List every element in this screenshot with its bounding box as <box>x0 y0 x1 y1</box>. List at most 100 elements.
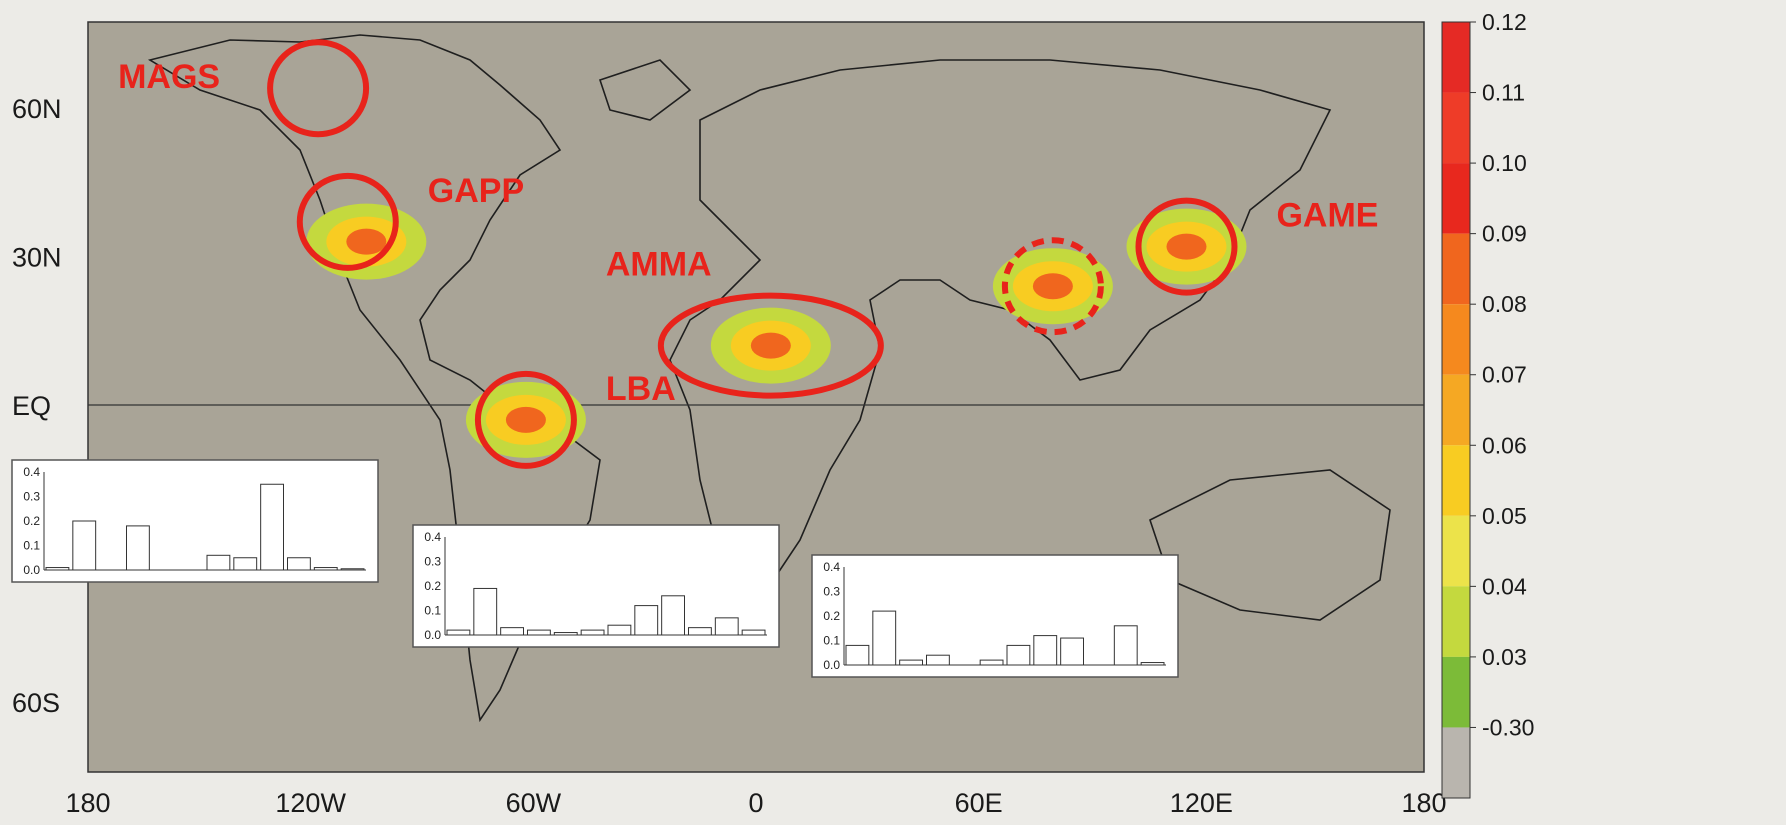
inset-bar <box>845 644 870 666</box>
inset-bar <box>313 567 338 571</box>
inset-bar <box>473 587 498 636</box>
region-label: MAGS <box>118 58 220 96</box>
inset-bar <box>527 629 551 636</box>
region-circle <box>474 370 577 469</box>
lon-tick-label: 180 <box>65 788 110 818</box>
colorbar-swatch <box>1442 374 1470 446</box>
colorbar-label: 0.11 <box>1482 80 1525 106</box>
colorbar-swatch <box>1442 586 1470 657</box>
inset-y-tick: 0.2 <box>424 579 441 593</box>
latitude-ticks: 60N 30N EQ 60S <box>12 94 62 718</box>
hotspot-core <box>1166 233 1207 260</box>
coastlines <box>147 34 1391 723</box>
inset-histogram: 0.00.10.20.30.4 <box>412 524 780 648</box>
inset-bar <box>1060 637 1084 666</box>
colorbar-label: 0.04 <box>1482 573 1527 599</box>
inset-y-tick: 0.4 <box>424 530 441 544</box>
lat-tick-label: 60S <box>12 688 60 718</box>
colorbar-frame <box>1441 21 1471 799</box>
inset-y-tick: 0.3 <box>424 555 441 569</box>
colorbar-swatch <box>1442 727 1470 798</box>
lon-tick-label: 0 <box>748 788 763 818</box>
inset-bar <box>446 629 471 636</box>
hotspot-core <box>1032 273 1073 300</box>
colorbar-swatch <box>1442 163 1470 234</box>
inset-bar <box>607 624 632 636</box>
colorbar-swatch <box>1442 445 1470 516</box>
inset-bar <box>233 557 258 571</box>
colorbar-swatch <box>1442 304 1470 375</box>
inset-layer: 0.00.10.20.30.40.00.10.20.30.40.00.10.20… <box>11 459 1179 678</box>
colorbar-swatch <box>1442 515 1470 587</box>
region-label: LBA <box>606 370 676 408</box>
region-label: AMMA <box>606 246 712 284</box>
hotspot-core <box>505 406 546 433</box>
inset-bar <box>1006 644 1031 666</box>
inset-y-tick: 0.0 <box>823 658 840 672</box>
colorbar-label: 0.06 <box>1482 432 1527 458</box>
region-circle <box>657 292 884 399</box>
colorbar-swatch <box>1442 656 1470 728</box>
colorbar-label: 0.05 <box>1482 503 1527 529</box>
region-circle <box>296 172 399 271</box>
inset-y-tick: 0.1 <box>823 634 840 648</box>
colorbar-label: 0.08 <box>1482 291 1527 317</box>
inset-bar <box>714 617 739 636</box>
inset-bar <box>741 629 766 636</box>
lon-tick-label: 120E <box>1170 788 1233 818</box>
colorbar-label: 0.03 <box>1482 644 1527 670</box>
inset-bar <box>899 659 924 666</box>
inset-bar <box>926 654 950 666</box>
inset-bar <box>206 554 231 571</box>
inset-bar <box>580 629 605 636</box>
colorbar-label: 0.07 <box>1482 362 1527 388</box>
inset-frame <box>11 459 379 583</box>
region-label: GAPP <box>428 172 524 210</box>
inset-bar <box>287 557 311 571</box>
colorbar-label: 0.10 <box>1482 150 1527 176</box>
lon-tick-label: 180 <box>1401 788 1446 818</box>
colorbar-swatch <box>1442 233 1470 305</box>
lat-tick-label: 60N <box>12 94 62 124</box>
inset-y-tick: 0.4 <box>823 560 840 574</box>
inset-bar <box>553 632 578 636</box>
inset-bar <box>1140 662 1165 666</box>
hotspot-core <box>750 332 791 359</box>
colorbar-swatch <box>1442 92 1470 164</box>
inset-bar <box>634 605 659 636</box>
region-circle <box>1001 237 1104 336</box>
inset-y-tick: 0.3 <box>23 490 40 504</box>
inset-bar <box>872 610 897 666</box>
lon-tick-label: 60W <box>506 788 562 818</box>
inset-bar <box>126 525 150 571</box>
region-circle <box>267 39 370 138</box>
region-layer: MAGS GAPP LBA AMMA GAME <box>118 39 1378 469</box>
inset-bar <box>72 520 97 571</box>
colorbar-label: -0.30 <box>1482 714 1534 740</box>
inset-y-tick: 0.1 <box>23 539 40 553</box>
region-circle <box>1135 197 1238 296</box>
region-label: GAME <box>1276 197 1378 235</box>
inset-bar <box>340 568 365 571</box>
lat-tick-label: 30N <box>12 243 62 273</box>
inset-bar <box>260 483 284 571</box>
inset-y-tick: 0.0 <box>23 563 40 577</box>
inset-bar <box>979 659 1004 666</box>
lon-tick-label: 60E <box>955 788 1003 818</box>
inset-bar <box>1033 635 1058 666</box>
inset-bar <box>1113 625 1138 666</box>
colorbar-swatch <box>1442 22 1470 93</box>
colorbar: 0.120.110.100.090.080.070.060.050.040.03… <box>1441 9 1534 799</box>
inset-bar <box>661 595 686 636</box>
inset-bar <box>45 567 70 571</box>
lat-tick-label: EQ <box>12 391 51 421</box>
inset-y-tick: 0.1 <box>424 604 441 618</box>
inset-bar <box>688 627 712 636</box>
inset-histogram: 0.00.10.20.30.4 <box>11 459 379 583</box>
inset-y-tick: 0.2 <box>823 609 840 623</box>
inset-histogram: 0.00.10.20.30.4 <box>811 554 1179 678</box>
colorbar-label: 0.09 <box>1482 221 1527 247</box>
inset-bar <box>500 627 524 636</box>
